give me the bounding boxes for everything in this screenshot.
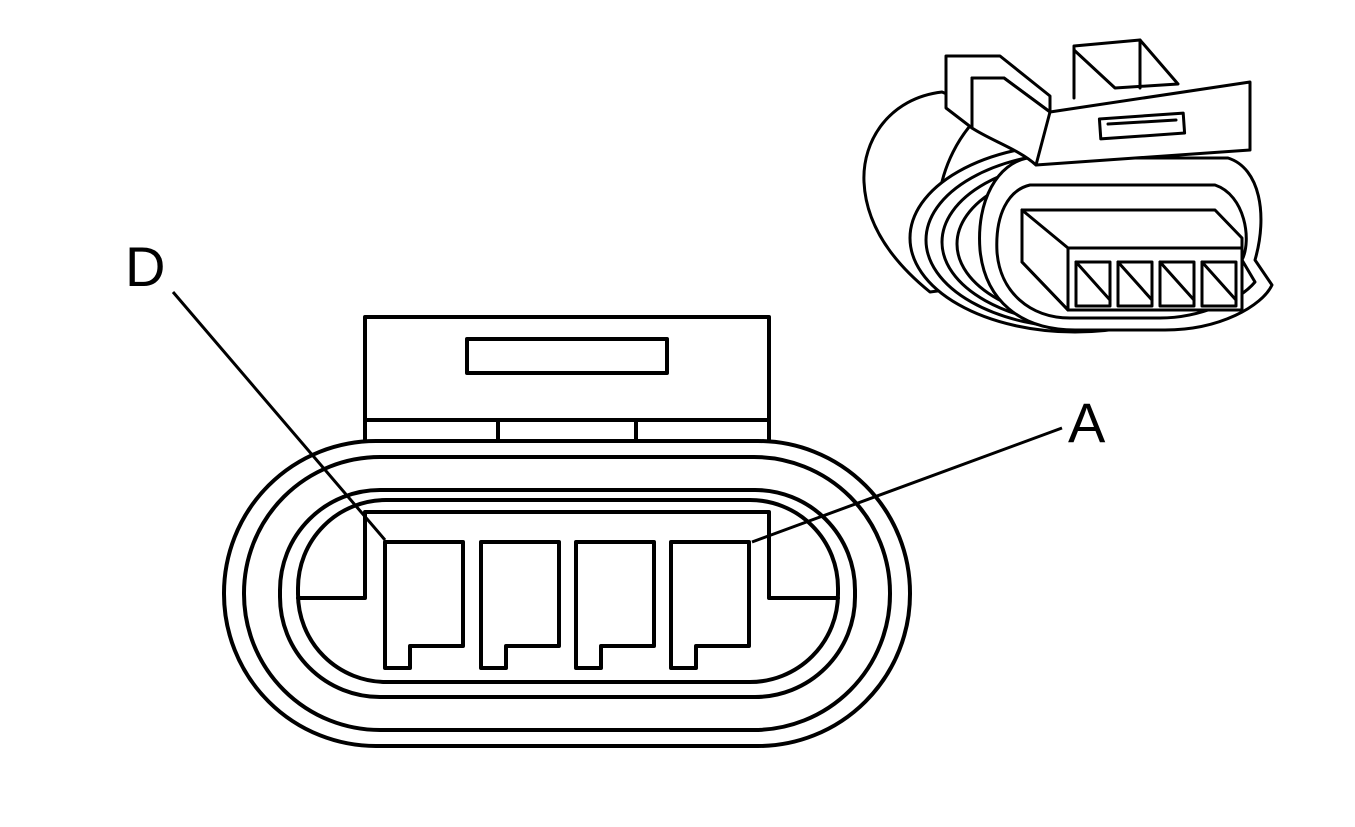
connector-isometric-view (862, 38, 1274, 334)
housing-inner-ring (278, 488, 857, 699)
housing-seal-ring (242, 455, 892, 732)
label-pin-d: D (125, 235, 165, 298)
iso-face-ring (995, 183, 1257, 320)
pin-cavity-c (479, 540, 561, 670)
iso-locking-latch (944, 38, 1252, 167)
terminal-insert (296, 510, 840, 600)
pin-cavity-d (383, 540, 465, 670)
label-pin-a: A (1068, 391, 1106, 454)
pin-cavity-b (574, 540, 656, 670)
leader-line-a (751, 426, 1063, 544)
tab-slot (465, 337, 669, 375)
iso-terminal-cavities (1074, 260, 1238, 308)
iso-latch-slot (1097, 111, 1187, 141)
leader-line-d (171, 291, 387, 541)
locking-tab (363, 315, 771, 454)
terminal-cavity (296, 498, 840, 684)
housing-outer-ring (222, 439, 912, 748)
pin-cavity-a (669, 540, 751, 670)
connector-face-view (222, 315, 912, 748)
